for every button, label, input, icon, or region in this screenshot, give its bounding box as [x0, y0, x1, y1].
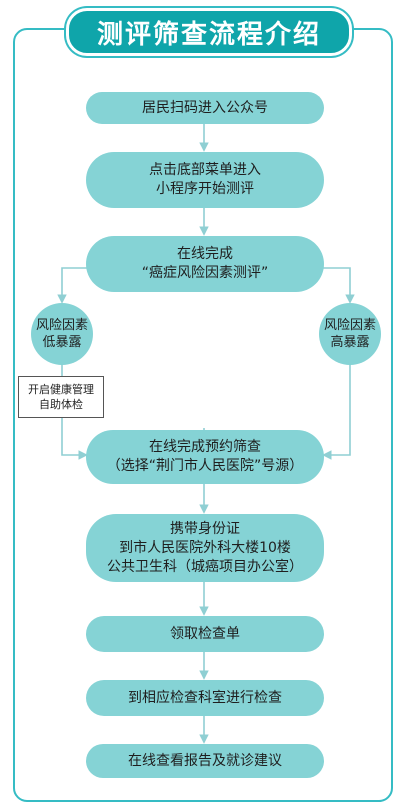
step-open-miniprogram-line2: 小程序开始测评 [156, 181, 254, 197]
branch-left-top [57, 267, 88, 304]
health-management-line2: 自助体检 [39, 398, 83, 411]
low-exposure-line1: 风险因素 [35, 318, 88, 333]
branch-left-return [61, 418, 88, 460]
step-get-form-text: 领取检查单 [170, 625, 240, 642]
step-book-screening-line1: 在线完成预约筛查 [149, 439, 261, 455]
low-exposure-line2: 低暴露 [42, 335, 82, 350]
step-view-report: 在线查看报告及就诊建议 [86, 744, 324, 778]
step-view-report-text: 在线查看报告及就诊建议 [128, 752, 282, 769]
step-bring-id-line3: 公共卫生科（城癌项目办公室） [107, 558, 303, 575]
step-get-form: 领取检查单 [86, 616, 324, 652]
high-exposure-node: 风险因素 高暴露 [319, 303, 381, 365]
high-exposure-line1: 风险因素 [323, 318, 376, 333]
low-exposure-node: 风险因素 低暴露 [31, 303, 93, 365]
step-open-miniprogram-line1: 点击底部菜单进入 [149, 162, 261, 178]
branch-right-return [322, 364, 351, 460]
step-book-screening: 在线完成预约筛查 （选择“荆门市人民医院”号源） [86, 430, 324, 484]
step-bring-id-line2: 到市人民医院外科大楼10楼 [119, 539, 291, 556]
high-exposure-line2: 高暴露 [330, 335, 370, 350]
page-title: 测评筛查流程介绍 [66, 8, 352, 56]
step-online-assessment-line2: “癌症风险因素测评” [141, 265, 269, 281]
step-examination: 到相应检查科室进行检查 [86, 680, 324, 716]
health-management-note: 开启健康管理 自助体检 [18, 376, 104, 418]
step-scan-qr: 居民扫码进入公众号 [86, 92, 324, 124]
step-online-assessment-line1: 在线完成 [177, 246, 233, 262]
step-bring-id-line1: 携带身份证 [170, 520, 240, 537]
step-scan-qr-text: 居民扫码进入公众号 [142, 99, 268, 116]
step-open-miniprogram: 点击底部菜单进入 小程序开始测评 [86, 152, 324, 208]
health-management-line1: 开启健康管理 [28, 383, 94, 396]
step-book-screening-line2: （选择“荆门市人民医院”号源） [106, 458, 304, 474]
step-online-assessment: 在线完成 “癌症风险因素测评” [86, 236, 324, 292]
step-examination-text: 到相应检查科室进行检查 [128, 689, 282, 706]
step-bring-id: 携带身份证 到市人民医院外科大楼10楼 公共卫生科（城癌项目办公室） [86, 514, 324, 582]
branch-right-top [322, 267, 355, 304]
